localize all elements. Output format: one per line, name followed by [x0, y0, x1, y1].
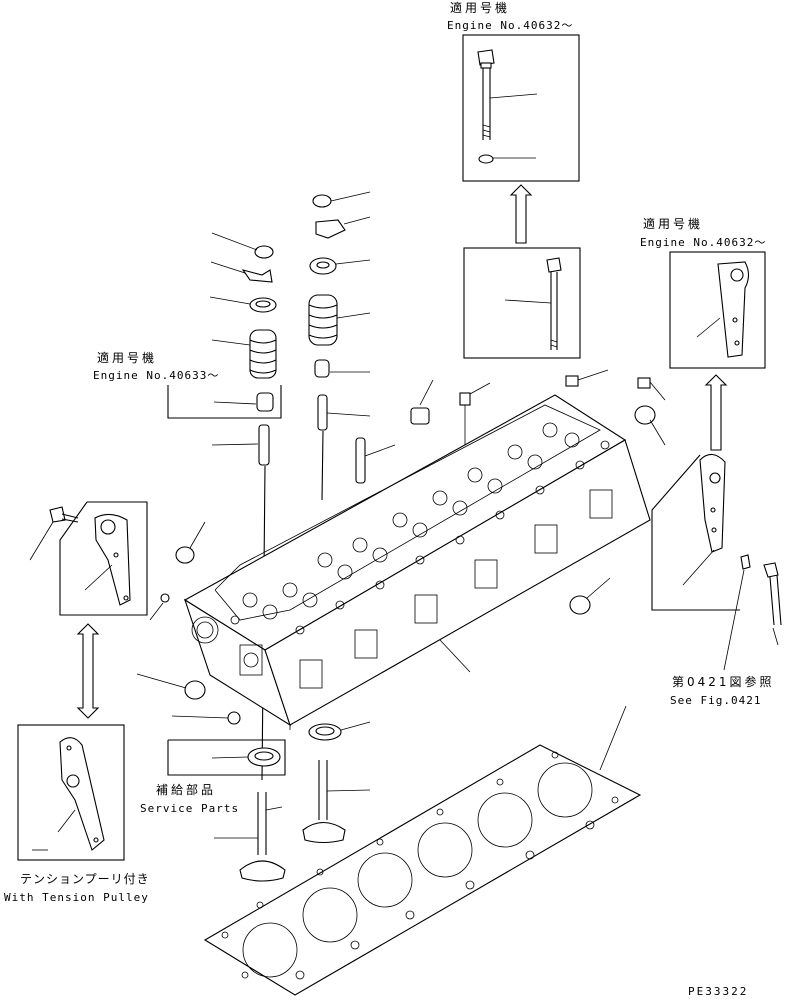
head-gasket — [203, 705, 642, 996]
applicable-label-right-jp: 適用号機 — [643, 217, 704, 231]
misc-parts-top — [136, 369, 666, 725]
tension-pulley-label-jp: テンションプーリ付き — [20, 872, 150, 886]
detail-box-valve-stem-seal — [167, 385, 282, 419]
valves — [214, 721, 371, 882]
detail-box-bracket-left — [29, 501, 148, 616]
arrow-up-top — [509, 184, 533, 244]
engine-number-right: Engine No.40632～ — [640, 236, 767, 249]
bracket-installed-right — [651, 453, 782, 671]
drawing-code: PE33322 — [688, 985, 749, 998]
cylinder-head — [183, 394, 651, 727]
detail-box-head-bolt-old — [463, 247, 581, 359]
service-parts-label-jp: 補給部品 — [156, 783, 217, 797]
detail-box-service-parts — [167, 739, 286, 776]
see-fig-label-jp: 第0421図参照 — [672, 675, 775, 689]
service-parts-label: Service Parts — [140, 802, 240, 815]
tension-pulley-label: With Tension Pulley — [4, 891, 149, 904]
detail-box-tension-pulley — [17, 724, 125, 861]
arrow-up-right — [704, 374, 728, 451]
applicable-label-left-jp: 適用号機 — [97, 351, 158, 365]
valve-parts-left — [209, 232, 277, 781]
detail-box-bracket-right — [669, 251, 766, 369]
engine-number-left: Engine No.40633～ — [93, 369, 220, 382]
valve-parts-center — [308, 191, 371, 501]
double-arrow-left — [76, 623, 100, 719]
see-fig-label: See Fig.0421 — [670, 694, 762, 707]
applicable-label-top-jp: 適用号機 — [450, 1, 511, 15]
engine-number-top: Engine No.40632～ — [447, 19, 574, 32]
detail-box-head-bolt-top — [462, 34, 580, 182]
